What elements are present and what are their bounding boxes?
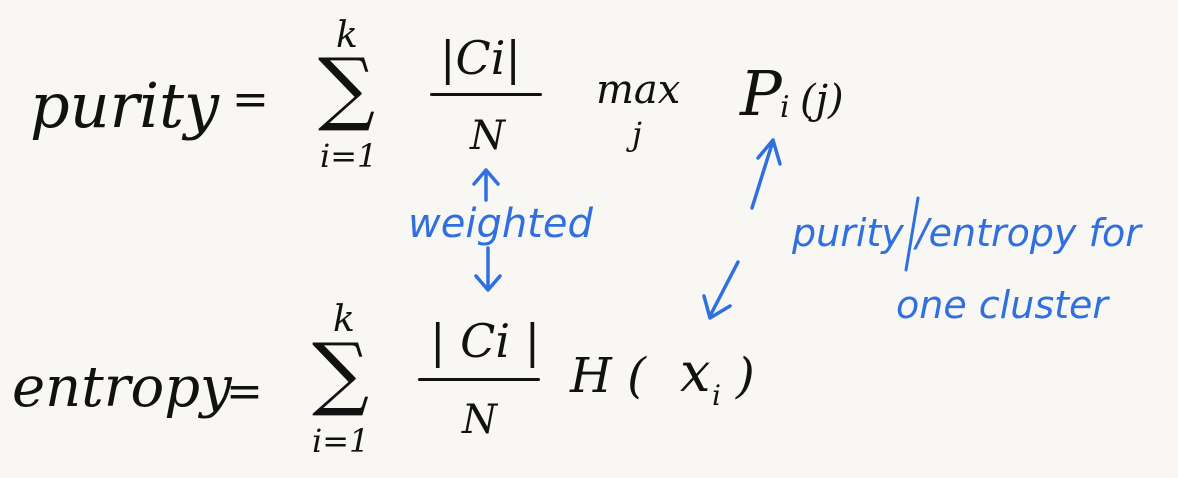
entropy-sum-symbol: ∑ <box>312 326 370 419</box>
entropy-x: x <box>680 341 711 404</box>
purity-sum-upper: k <box>336 15 358 56</box>
purity-fraction-bar <box>430 93 542 96</box>
purity-p: P <box>740 57 782 130</box>
purity-lhs: purity <box>30 69 220 142</box>
entropy-sum-upper: k <box>333 299 355 340</box>
purity-sum-lower: i=1 <box>320 137 378 175</box>
purity-max-sub: j <box>632 115 642 153</box>
entropy-lhs: entropy <box>12 355 232 420</box>
purity-equals: = <box>232 74 269 125</box>
slash-stroke <box>904 196 920 272</box>
per-cluster-label-line2: one cluster <box>896 283 1109 327</box>
purity-p-arg: (j) <box>800 77 844 123</box>
entropy-pointer-arrow <box>702 260 740 320</box>
entropy-denominator: N <box>462 397 497 443</box>
entropy-sum-lower: i=1 <box>312 422 370 460</box>
entropy-h: H ( <box>570 348 646 404</box>
purity-p-sub: i <box>780 90 790 125</box>
weighted-up-arrow <box>472 168 500 202</box>
entropy-equals: = <box>226 366 263 417</box>
weighted-down-arrow <box>474 246 502 292</box>
entropy-fraction-bar <box>418 378 540 381</box>
entropy-x-sub: i <box>712 379 721 412</box>
purity-numerator: |Ci| <box>440 31 521 85</box>
purity-max: max <box>596 67 681 113</box>
purity-pointer-arrow <box>750 138 782 210</box>
purity-denominator: N <box>470 113 505 159</box>
entropy-numerator: | Ci | <box>430 314 541 368</box>
purity-sum-symbol: ∑ <box>318 41 376 134</box>
per-cluster-label-line1: purity /entropy for <box>792 211 1141 255</box>
weighted-label: weighted <box>408 201 593 247</box>
entropy-close: ) <box>736 348 755 404</box>
